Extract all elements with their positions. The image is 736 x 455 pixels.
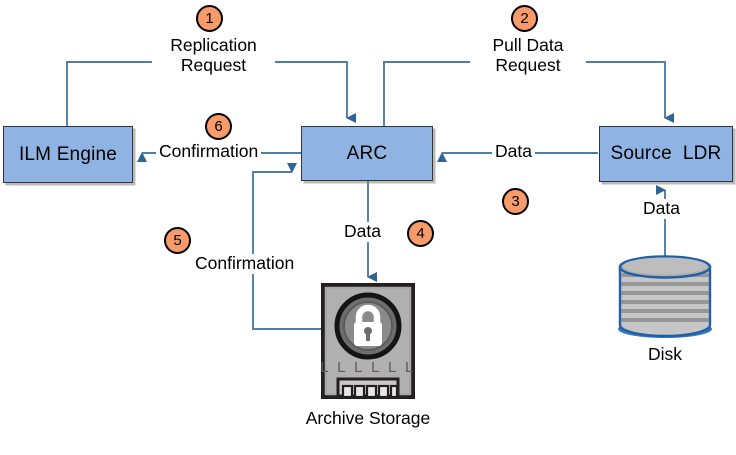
- step-circle-3[interactable]: 3: [502, 188, 529, 215]
- step-circle-6-number: 6: [214, 118, 223, 135]
- caption-disk: Disk: [647, 344, 683, 364]
- label-confirmation-top: Confirmation: [156, 141, 262, 162]
- label-pull-data-request-line1: Pull Data: [492, 35, 564, 55]
- label-data-arc-to-archive: Data: [341, 221, 384, 242]
- step-circle-3-number: 3: [511, 193, 520, 210]
- step-circle-4-number: 4: [416, 225, 425, 242]
- label-replication-request-line1: Replication: [170, 35, 257, 55]
- step-circle-5[interactable]: 5: [164, 227, 191, 254]
- step-circle-2-number: 2: [520, 10, 529, 27]
- disk-cylinder-icon: [618, 255, 712, 338]
- node-arc[interactable]: ARC: [301, 126, 433, 181]
- step-circle-4[interactable]: 4: [407, 220, 434, 247]
- label-replication-request: Replication Request: [152, 35, 275, 76]
- step-circle-6[interactable]: 6: [205, 113, 232, 140]
- label-replication-request-line2: Request: [180, 54, 247, 75]
- archive-storage-icon: L L L L L L: [321, 283, 415, 399]
- caption-archive-storage: Archive Storage: [305, 408, 431, 428]
- label-pull-data-request: Pull Data Request: [470, 35, 586, 76]
- step-circle-1[interactable]: 1: [196, 5, 223, 32]
- svg-text:L L L L L L: L L L L L L: [321, 359, 415, 376]
- step-circle-2[interactable]: 2: [511, 5, 538, 32]
- node-ilm-engine[interactable]: ILM Engine: [3, 126, 133, 183]
- node-source-ldr[interactable]: Source LDR: [599, 126, 733, 182]
- label-data-disk-to-ldr: Data: [640, 198, 683, 219]
- label-data-ldr-to-arc: Data: [492, 141, 535, 162]
- label-confirmation-bottom: Confirmation: [192, 253, 298, 274]
- node-ilm-engine-label: ILM Engine: [18, 143, 118, 165]
- step-circle-1-number: 1: [205, 10, 214, 27]
- step-circle-5-number: 5: [173, 232, 182, 249]
- edge-confirmation-archive-to-arc: [252, 163, 322, 330]
- label-pull-data-request-line2: Request: [495, 54, 561, 75]
- node-source-ldr-label: Source LDR: [610, 143, 722, 164]
- node-arc-label: ARC: [346, 142, 388, 164]
